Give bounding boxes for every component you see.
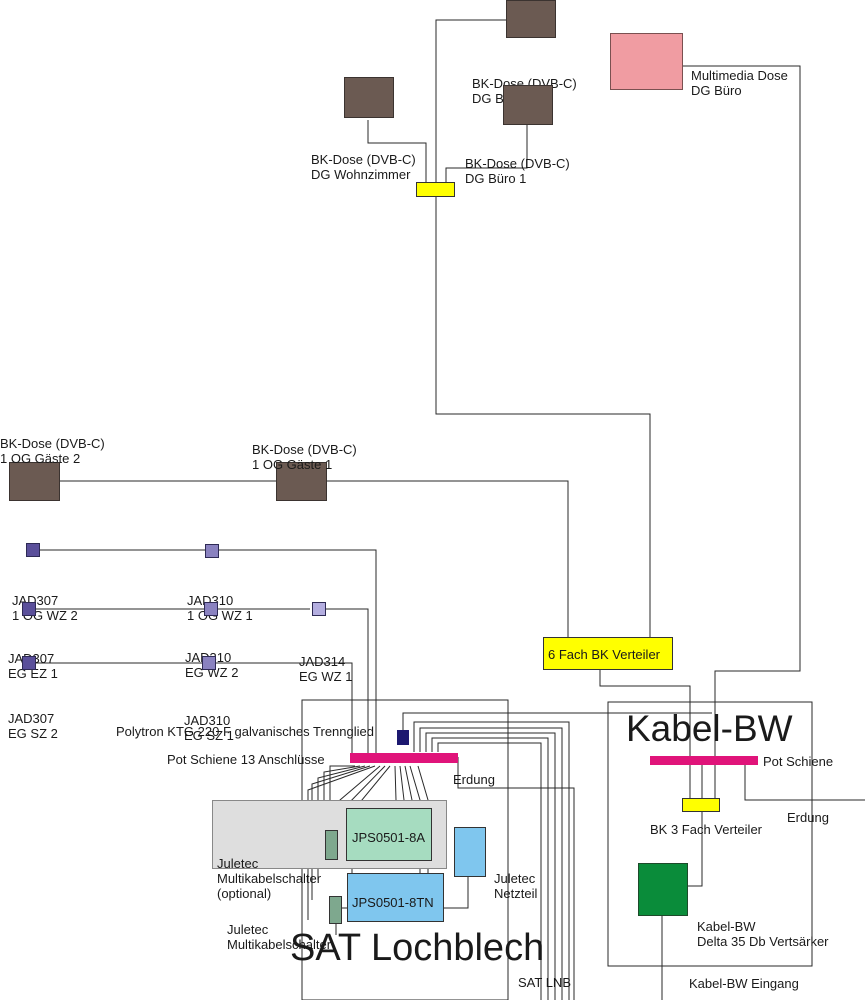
wire-multimedia <box>683 65 801 798</box>
label-trennglied: Polytron KTG 220 F galvanisches Trenngli… <box>116 724 374 739</box>
sat-lochblech-title: SAT Lochblech <box>290 927 545 969</box>
pot-schiene-kabel <box>650 756 758 765</box>
jad-og-wz2 <box>26 543 40 557</box>
label-dg-buero1: BK-Dose (DVB-C)DG Büro 1 <box>465 156 570 186</box>
jps0501-8tn <box>347 873 444 922</box>
wire-verteiler-top <box>435 197 651 637</box>
bk-dose-og-gaeste1 <box>276 462 327 501</box>
multikabelschalter-optional <box>325 830 338 860</box>
bk-dose-og-gaeste2 <box>9 462 60 501</box>
kabel-panel <box>607 701 813 967</box>
bk-dose-dg-wohnzimmer <box>344 77 394 118</box>
jad-og-wz1 <box>205 544 219 558</box>
jad-eg-wz1 <box>312 602 326 616</box>
trennglied <box>397 730 409 745</box>
label-og-gaeste2: BK-Dose (DVB-C)1 OG Gäste 2 <box>0 436 105 466</box>
wire-6fach-down <box>599 670 691 798</box>
wire-jad-eg-sz <box>36 662 353 757</box>
bk-verteiler-dg <box>416 182 455 197</box>
multikabelschalter <box>329 896 342 924</box>
label-pot-schiene-kabel: Pot Schiene <box>763 754 834 769</box>
label-jps0501-8a: JPS0501-8A <box>352 830 425 845</box>
wire-jad-eg-wz1 <box>326 608 369 757</box>
label-erdung-kabel: Erdung <box>787 810 829 825</box>
label-verteiler-3fach: BK 3 Fach Verteiler <box>650 822 762 837</box>
label-pot-schiene-sat: Pot Schiene 13 Anschlüsse <box>167 752 325 767</box>
wire-jad-og <box>40 549 377 757</box>
label-kabel-eingang: Kabel-BW Eingang <box>689 976 799 991</box>
label-sat-lnb: SAT LNB <box>518 975 571 990</box>
bk-dose-dg-buero2 <box>506 0 556 38</box>
jad-eg-sz2 <box>22 656 36 670</box>
label-dg-wohnzimmer: BK-Dose (DVB-C)DG Wohnzimmer <box>311 152 416 182</box>
bk-verteiler-3fach <box>682 798 720 812</box>
jad-eg-ez1 <box>22 602 36 616</box>
jps0501-8a <box>346 808 432 861</box>
jad-eg-sz1 <box>202 656 216 670</box>
kabel-bw-verstaerker <box>638 863 688 916</box>
label-og-gaeste1: BK-Dose (DVB-C)1 OG Gäste 1 <box>252 442 357 472</box>
bk-dose-dg-buero1 <box>503 85 553 125</box>
label-erdung-sat: Erdung <box>453 772 495 787</box>
wire-buero2 <box>435 19 506 182</box>
jad-eg-wz2 <box>204 602 218 616</box>
label-jps0501-8tn: JPS0501-8TN <box>352 895 434 910</box>
multimedia-dose-dg-buero <box>610 33 683 90</box>
kabel-bw-title: Kabel-BW <box>626 708 793 749</box>
pot-schiene-sat <box>350 753 458 763</box>
verteiler-6fach <box>543 637 673 670</box>
juletec-netzteil <box>454 827 486 877</box>
wire-wohnzimmer <box>367 120 427 182</box>
wire-buero1 <box>445 125 528 182</box>
wire-gaeste <box>60 480 569 637</box>
label-verteiler-6fach: 6 Fach BK Verteiler <box>548 647 660 662</box>
